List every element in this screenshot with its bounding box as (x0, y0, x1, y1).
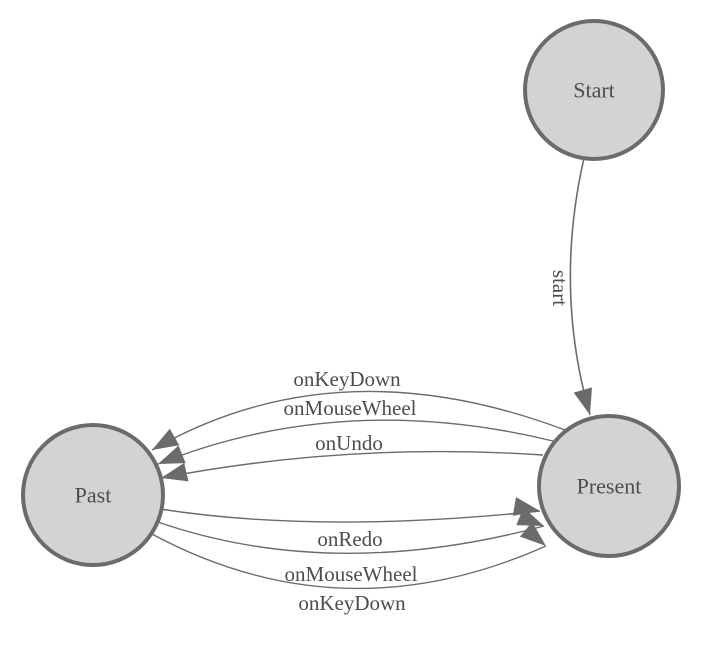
edge-label-onmousewheel-top: onMouseWheel (284, 396, 417, 420)
edge-labels: start onKeyDown onMouseWheel onUndo onRe… (284, 270, 572, 615)
edge-past-to-present-onredo (159, 508, 541, 523)
transition-edges (149, 157, 591, 590)
edge-present-to-past-onmousewheel (157, 419, 554, 465)
edge-label-start: start (548, 270, 572, 306)
arrowheads (152, 387, 592, 546)
edge-label-onredo: onRedo (317, 527, 382, 551)
state-circle (21, 423, 165, 567)
state-label: Past (75, 483, 112, 508)
edge-label-onkeydown-top: onKeyDown (293, 367, 401, 391)
edge-present-to-past-onkeydown (151, 390, 566, 451)
arrowhead-icon (152, 428, 180, 450)
state-circle (537, 414, 681, 558)
state-label: Start (573, 78, 615, 103)
state-label: Present (577, 474, 642, 499)
arrowhead-icon (158, 445, 186, 464)
arrowhead-icon (519, 522, 546, 546)
edge-past-to-present-onkeydown (149, 532, 547, 590)
state-node-past[interactable]: Past (21, 423, 165, 567)
edge-present-to-past-onundo (160, 450, 544, 479)
state-circle (523, 19, 665, 161)
arrowhead-icon (161, 462, 189, 482)
state-node-start[interactable]: Start (523, 19, 665, 161)
edge-past-to-present-onmousewheel (154, 520, 545, 555)
edge-start-to-present (569, 157, 591, 416)
edge-label-onkeydown-bottom: onKeyDown (298, 591, 406, 615)
arrowhead-icon (512, 497, 540, 516)
edge-label-onundo: onUndo (315, 431, 383, 455)
edge-label-onmousewheel-bottom: onMouseWheel (285, 562, 418, 586)
arrowhead-icon (573, 387, 592, 415)
state-node-present[interactable]: Present (537, 414, 681, 558)
arrowhead-icon (516, 507, 544, 526)
